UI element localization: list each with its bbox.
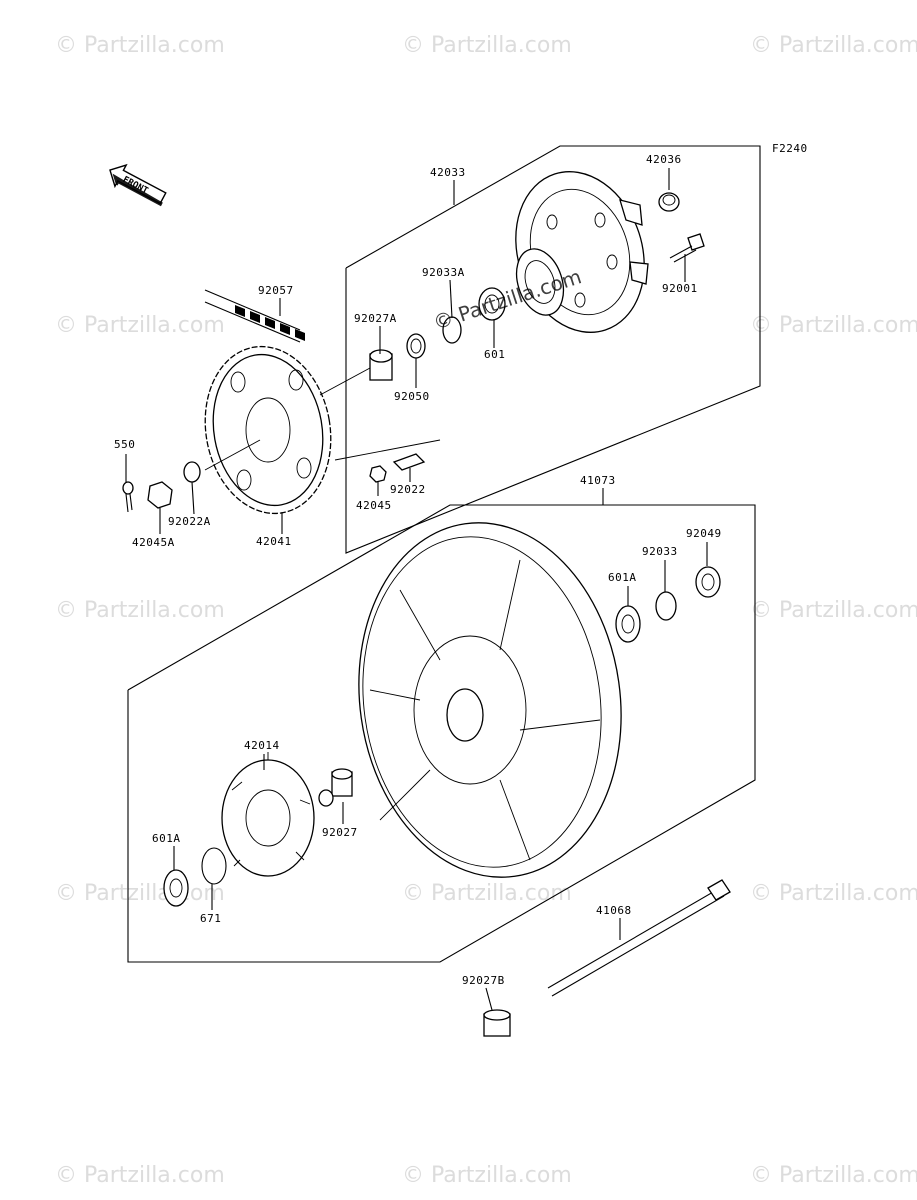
part-label-601A-bottom[interactable]: 601A: [152, 832, 181, 845]
part-label-92027A[interactable]: 92027A: [354, 312, 397, 325]
part-label-42041[interactable]: 42041: [256, 535, 292, 548]
part-label-92033[interactable]: 92033: [642, 545, 678, 558]
part-labels: 42033 42036 92001 92057 92033A 92027A 60…: [114, 153, 722, 987]
part-label-550[interactable]: 550: [114, 438, 135, 451]
stud-92001: [669, 233, 705, 263]
coupling-part: [515, 171, 649, 333]
part-label-42033[interactable]: 42033: [430, 166, 466, 179]
collar-92027: [318, 768, 353, 807]
sprocket-42041: [204, 345, 332, 515]
collar-42036: [658, 192, 680, 212]
part-label-92027[interactable]: 92027: [322, 826, 358, 839]
nut-42045: [369, 465, 387, 483]
part-label-92001[interactable]: 92001: [662, 282, 698, 295]
leader-lines: [125, 168, 686, 534]
axle-41068: [547, 879, 731, 997]
collar-92027A: [369, 349, 393, 381]
watermark: © Partzilla.com: [750, 33, 917, 58]
seal-92050: [406, 333, 426, 359]
chain-92057: [204, 289, 305, 343]
watermark: © Partzilla.com: [750, 1163, 917, 1188]
wheel-41073: [358, 522, 622, 878]
upper-group-outline: [345, 145, 761, 554]
washer-92022A: [183, 461, 201, 483]
part-label-601A-top[interactable]: 601A: [608, 571, 637, 584]
watermark: © Partzilla.com: [402, 881, 572, 906]
oring-671: [201, 847, 227, 885]
bearing-601: [478, 287, 506, 321]
part-label-42014[interactable]: 42014: [244, 739, 280, 752]
watermark: © Partzilla.com: [55, 1163, 225, 1188]
part-label-42036[interactable]: 42036: [646, 153, 682, 166]
nut-42045A: [147, 481, 173, 509]
cotter-pin-550: [122, 481, 134, 513]
bearing-601A-bottom: [163, 869, 189, 907]
seal-92049: [695, 566, 721, 598]
part-label-41073[interactable]: 41073: [580, 474, 616, 487]
watermark: © Partzilla.com: [750, 313, 917, 338]
part-label-92057[interactable]: 92057: [258, 284, 294, 297]
part-label-42045A[interactable]: 42045A: [132, 536, 175, 549]
watermarks: © Partzilla.com © Partzilla.com © Partzi…: [55, 33, 917, 1188]
part-label-92049[interactable]: 92049: [686, 527, 722, 540]
watermark: © Partzilla.com: [55, 881, 225, 906]
watermark: © Partzilla.com: [750, 598, 917, 623]
part-label-92050[interactable]: 92050: [394, 390, 430, 403]
leader-lines-lower: [173, 488, 708, 1011]
collar-92027B: [483, 1009, 511, 1037]
part-label-42045[interactable]: 42045: [356, 499, 392, 512]
front-arrow-icon: FRONT: [109, 163, 167, 207]
part-label-92033A[interactable]: 92033A: [422, 266, 465, 279]
part-label-601[interactable]: 601: [484, 348, 505, 361]
watermark: © Partzilla.com: [402, 33, 572, 58]
lower-group-outline: [127, 504, 756, 963]
part-label-92022[interactable]: 92022: [390, 483, 426, 496]
watermark: © Partzilla.com: [402, 1163, 572, 1188]
circlip-92033: [655, 591, 677, 621]
watermark: © Partzilla.com: [55, 598, 225, 623]
diagram-code: F2240: [772, 142, 808, 155]
part-label-41068[interactable]: 41068: [596, 904, 632, 917]
part-label-92022A[interactable]: 92022A: [168, 515, 211, 528]
part-label-671[interactable]: 671: [200, 912, 221, 925]
damper-42014: [221, 752, 315, 877]
bearing-601A-top: [615, 605, 641, 643]
part-label-92027B[interactable]: 92027B: [462, 974, 505, 987]
watermark: © Partzilla.com: [750, 881, 917, 906]
lockwasher-92022: [392, 453, 426, 471]
watermark: © Partzilla.com: [55, 33, 225, 58]
watermark: © Partzilla.com: [55, 313, 225, 338]
